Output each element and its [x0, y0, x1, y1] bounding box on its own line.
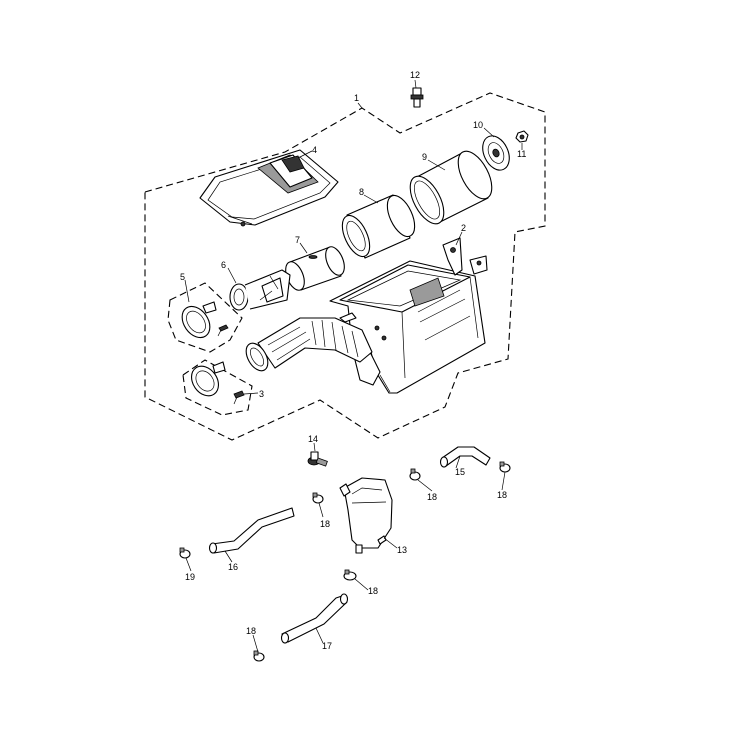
callout-14: 14 — [308, 434, 318, 444]
callout-5: 5 — [180, 272, 185, 282]
callout-6: 6 — [221, 260, 226, 270]
callout-10: 10 — [473, 120, 483, 130]
callout-1: 1 — [354, 93, 359, 103]
callout-15: 15 — [455, 467, 465, 477]
intake-duct — [245, 312, 373, 372]
assembly-outline — [144, 92, 546, 441]
hose-part-16 — [208, 507, 295, 554]
callout-9: 9 — [422, 152, 427, 162]
callout-16: 16 — [228, 562, 238, 572]
callout-18-b: 18 — [427, 492, 437, 502]
hose-clamp-part-18-a — [312, 492, 324, 504]
clamp-group-outline-lower — [182, 359, 253, 416]
callout-18-e: 18 — [246, 626, 256, 636]
airbox-base-part-2 — [329, 237, 488, 394]
callout-12: 12 — [410, 70, 420, 80]
foam-sleeve-part-9 — [409, 150, 493, 225]
bolt-part-12 — [410, 87, 424, 108]
end-cap-part-10 — [482, 135, 510, 171]
callout-17: 17 — [322, 641, 332, 651]
filter-element-part-8 — [341, 194, 416, 259]
hose-clamp-part-18-d — [343, 569, 357, 581]
clamp-part-5 — [181, 301, 229, 339]
callout-18-d: 18 — [368, 586, 378, 596]
callout-11: 11 — [517, 149, 526, 159]
callout-3: 3 — [259, 389, 264, 399]
leader-lines — [184, 79, 523, 653]
callout-2: 2 — [461, 223, 466, 233]
callout-7: 7 — [295, 235, 300, 245]
nut-part-11 — [515, 130, 529, 143]
callout-4: 4 — [312, 145, 317, 155]
callout-19: 19 — [185, 572, 195, 582]
hose-part-17 — [280, 593, 349, 644]
hose-part-15 — [439, 446, 491, 468]
boot-part-6 — [229, 269, 291, 311]
breather-tank-part-13 — [339, 477, 393, 554]
bolt-part-14 — [307, 451, 328, 467]
callout-8: 8 — [359, 187, 364, 197]
callout-18-c: 18 — [497, 490, 507, 500]
clamp-part-3 — [191, 361, 245, 405]
hose-clamp-part-19 — [179, 547, 191, 559]
callout-13: 13 — [397, 545, 407, 555]
clamp-group-outline — [167, 282, 243, 353]
callout-18-a: 18 — [320, 519, 330, 529]
hose-clamp-part-18-e — [253, 650, 265, 662]
cover-part-4 — [199, 149, 339, 227]
inner-tube-part-7 — [285, 246, 345, 291]
hose-clamp-part-18-b — [409, 468, 421, 481]
hose-clamp-part-18-c — [499, 461, 511, 473]
callout-labels: 1 2 3 4 5 6 7 8 9 10 11 12 13 14 15 16 1… — [180, 70, 526, 651]
